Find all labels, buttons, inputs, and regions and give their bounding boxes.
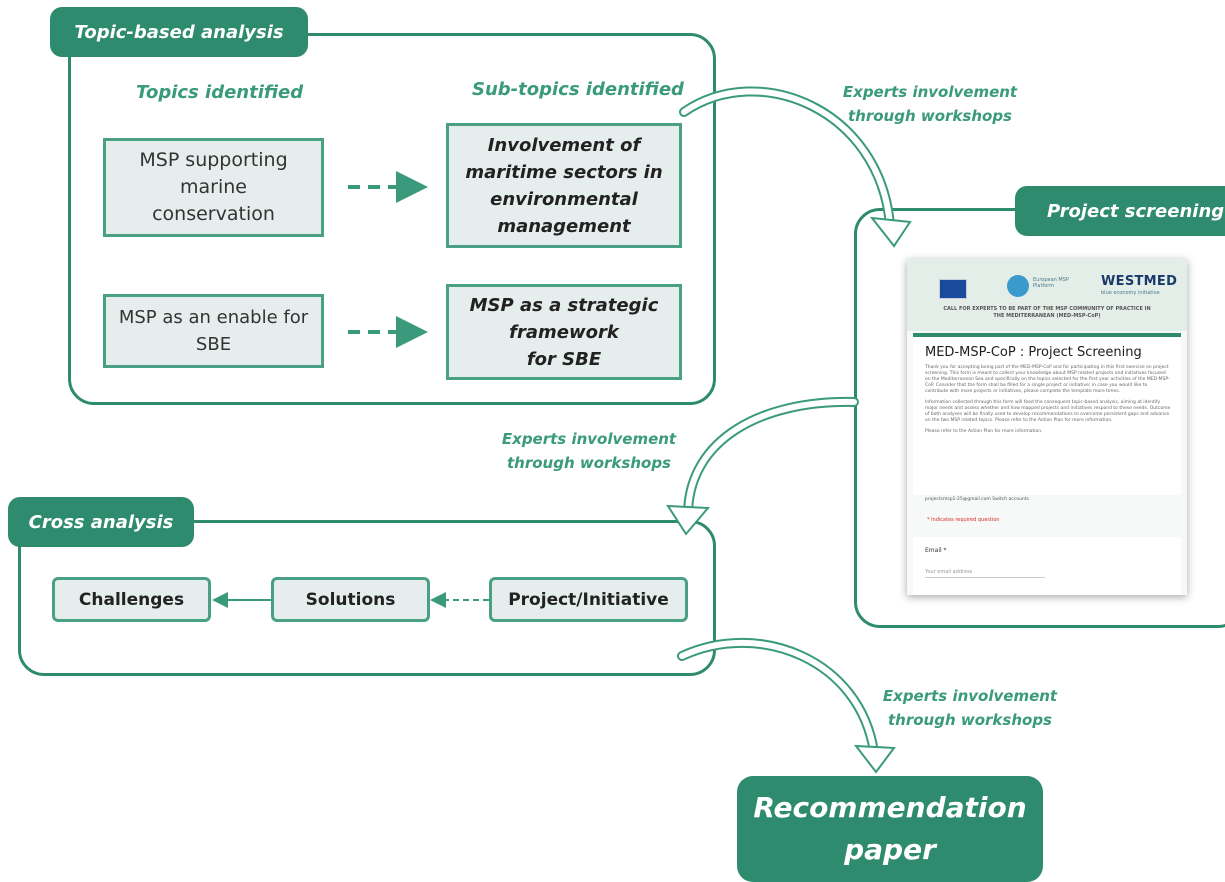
challenges-node: Challenges [52, 577, 211, 622]
experts-1-line1: Experts involvement [842, 83, 1018, 101]
subtopic-2-line1: MSP as a strategic [469, 294, 659, 316]
form-banner: European MSP Platform WESTMED blue econo… [907, 259, 1187, 331]
form-email-input[interactable]: Your email address [925, 569, 1045, 578]
subtopics-heading: Sub-topics identified [472, 79, 684, 100]
topics-heading: Topics identified [136, 82, 304, 103]
cross-analysis-tag: Cross analysis [8, 497, 194, 547]
experts-3-line1: Experts involvement [882, 687, 1058, 705]
subtopic-1-line4: management [497, 215, 631, 237]
experts-2-line2: through workshops [507, 454, 671, 472]
form-description: Thank you for accepting being part of th… [925, 365, 1171, 435]
subtopic-2-line2: framework [509, 321, 619, 343]
form-header-card: MED-MSP-CoP : Project Screening Thank yo… [913, 333, 1181, 495]
recommendation-line1: Recommendation [753, 791, 1027, 824]
msp-platform-logo-icon [1007, 275, 1029, 297]
curved-arrow-2 [666, 396, 859, 536]
form-email-card: Email * Your email address [913, 537, 1181, 595]
westmed-subtitle: blue economy initiative [1101, 290, 1160, 296]
experts-label-1: Experts involvement through workshops [830, 80, 1030, 128]
experts-label-2: Experts involvement through workshops [489, 427, 689, 475]
form-title: MED-MSP-CoP : Project Screening [925, 345, 1142, 360]
topic-1-line2: marine [180, 176, 247, 198]
form-account-row[interactable]: projectsmsp1-25@gmail.com Switch account… [925, 497, 1029, 502]
form-body-1: Thank you for accepting being part of th… [925, 365, 1170, 394]
westmed-logo: WESTMED [1101, 274, 1178, 289]
topic-1-line1: MSP supporting [139, 149, 288, 171]
subtopic-1-line3: environmental [490, 188, 638, 210]
form-email-label: Email * [925, 547, 947, 554]
form-banner-title: CALL FOR EXPERTS TO BE PART OF THE MSP C… [943, 306, 1151, 319]
topic-analysis-tag: Topic-based analysis [50, 7, 308, 57]
topic-box-1: MSP supporting marine conservation [103, 138, 324, 237]
experts-2-line1: Experts involvement [501, 430, 677, 448]
form-required-note: * Indicates required question [927, 517, 1000, 523]
solutions-node: Solutions [271, 577, 430, 622]
experts-3-line2: through workshops [888, 711, 1052, 729]
project-screening-tag: Project screening [1015, 186, 1225, 236]
recommendation-paper-box: Recommendation paper [737, 776, 1043, 882]
form-body-2: Information collected through this form … [925, 400, 1171, 423]
subtopic-box-2: MSP as a strategic framework for SBE [446, 284, 682, 380]
topic-2-line2: SBE [195, 334, 232, 355]
project-initiative-node: Project/Initiative [489, 577, 688, 622]
subtopic-1-line1: Involvement of [487, 134, 641, 156]
subtopic-1-line2: maritime sectors in [465, 161, 663, 183]
form-body-3: Please refer to the Action Plan for more… [925, 429, 1043, 434]
curved-arrow-3 [677, 637, 896, 774]
recommendation-line2: paper [844, 833, 936, 866]
experts-label-3: Experts involvement through workshops [870, 684, 1070, 732]
partner-text: European MSP Platform [1033, 277, 1069, 289]
topic-box-2: MSP as an enable for SBE [103, 294, 324, 368]
project-screening-form-image: European MSP Platform WESTMED blue econo… [907, 259, 1187, 595]
subtopic-2-line3: for SBE [526, 348, 602, 370]
experts-1-line2: through workshops [848, 107, 1012, 125]
eu-flag-icon [939, 279, 967, 299]
subtopic-box-1: Involvement of maritime sectors in envir… [446, 123, 682, 248]
curved-arrow-1 [679, 86, 912, 248]
topic-2-line1: MSP as an enable for [118, 307, 309, 328]
topic-1-line3: conservation [152, 203, 275, 225]
